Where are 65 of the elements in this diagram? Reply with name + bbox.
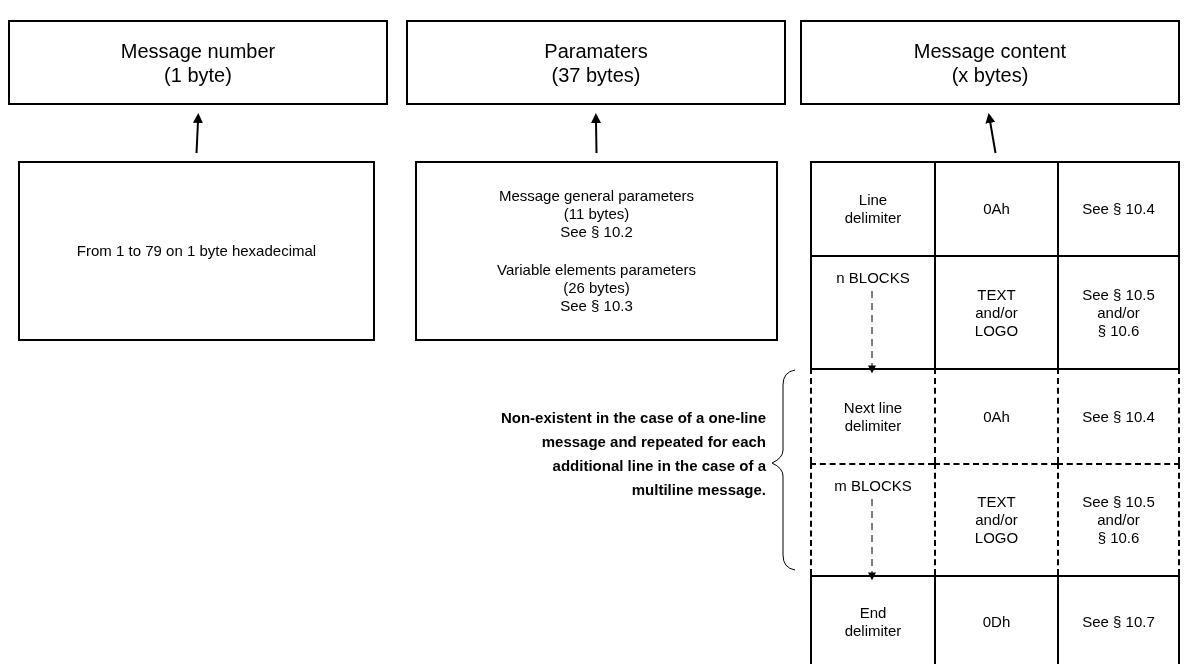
table-cell	[1057, 161, 1180, 255]
node-text: See § 10.5	[1082, 285, 1155, 304]
table-cell	[1057, 575, 1180, 664]
field-box	[18, 161, 375, 341]
arrow	[591, 113, 602, 154]
node-text: See § 10.4	[1082, 407, 1155, 426]
table-cell	[934, 255, 1057, 368]
table-cell	[810, 255, 934, 368]
node-text: See § 10.3	[560, 297, 633, 315]
note: Non-existent in the case of a one-line message and repeated for each additional line in the case of a multiline message.	[500, 408, 766, 500]
node-text: m BLOCKS	[834, 477, 912, 495]
node-text: 0Ah	[983, 407, 1010, 426]
table-cell	[1057, 463, 1180, 575]
node-text: Message general parameters	[498, 187, 695, 205]
field-box	[8, 20, 388, 105]
table-cell	[810, 575, 934, 664]
node-text: Next line	[843, 398, 903, 417]
node-text: LOGO	[974, 529, 1019, 547]
node-text: From 1 to 79 on 1 byte hexadecimal	[76, 242, 317, 260]
table-cell	[1057, 255, 1180, 368]
node-text: (37 bytes)	[551, 62, 641, 87]
node-text: Line	[858, 191, 888, 209]
arrow	[192, 113, 203, 154]
table-cell	[934, 368, 1057, 463]
node-text: End	[859, 603, 887, 622]
node-text: TEXT	[977, 493, 1016, 511]
node-text: 0Ah	[983, 200, 1010, 218]
arrow	[868, 498, 876, 581]
field-box	[800, 20, 1180, 105]
node-text: and/or	[1097, 303, 1140, 322]
table-cell	[810, 161, 934, 255]
node-text: 0Dh	[982, 612, 1011, 631]
node-text: (x bytes)	[951, 62, 1029, 87]
node-text: LOGO	[974, 321, 1019, 340]
node-text: TEXT	[977, 285, 1016, 304]
node-text: (1 byte)	[164, 62, 232, 87]
node-text: and/or	[1097, 511, 1140, 529]
table-cell	[934, 575, 1057, 664]
node-text: See § 10.2	[560, 223, 633, 241]
table-cell	[1057, 368, 1180, 463]
field-box	[415, 161, 778, 341]
table-cell	[810, 463, 934, 575]
node-text: n BLOCKS	[836, 269, 910, 287]
table-cell	[934, 161, 1057, 255]
node-text: and/or	[975, 303, 1018, 322]
node-text: (11 bytes)	[563, 205, 630, 223]
node-text: delimiter	[844, 416, 902, 435]
node-text: Paramaters	[544, 38, 648, 63]
node-text: (26 bytes)	[563, 279, 630, 297]
node-text: delimiter	[844, 621, 902, 640]
node-text: delimiter	[844, 209, 902, 227]
node-text: and/or	[975, 511, 1018, 529]
node-text: § 10.6	[1097, 529, 1140, 547]
node-text: Message content	[913, 38, 1067, 63]
table-cell	[810, 368, 934, 463]
node-text: See § 10.5	[1082, 493, 1155, 511]
node-text: § 10.6	[1097, 321, 1140, 340]
field-box	[406, 20, 786, 105]
node-text: Message number	[120, 38, 276, 63]
node-text: See § 10.4	[1082, 200, 1155, 218]
arrow	[985, 113, 997, 154]
table-cell	[934, 463, 1057, 575]
node-text: Variable elements parameters	[497, 261, 696, 279]
node-text: See § 10.7	[1082, 612, 1155, 631]
arrow	[868, 290, 876, 374]
